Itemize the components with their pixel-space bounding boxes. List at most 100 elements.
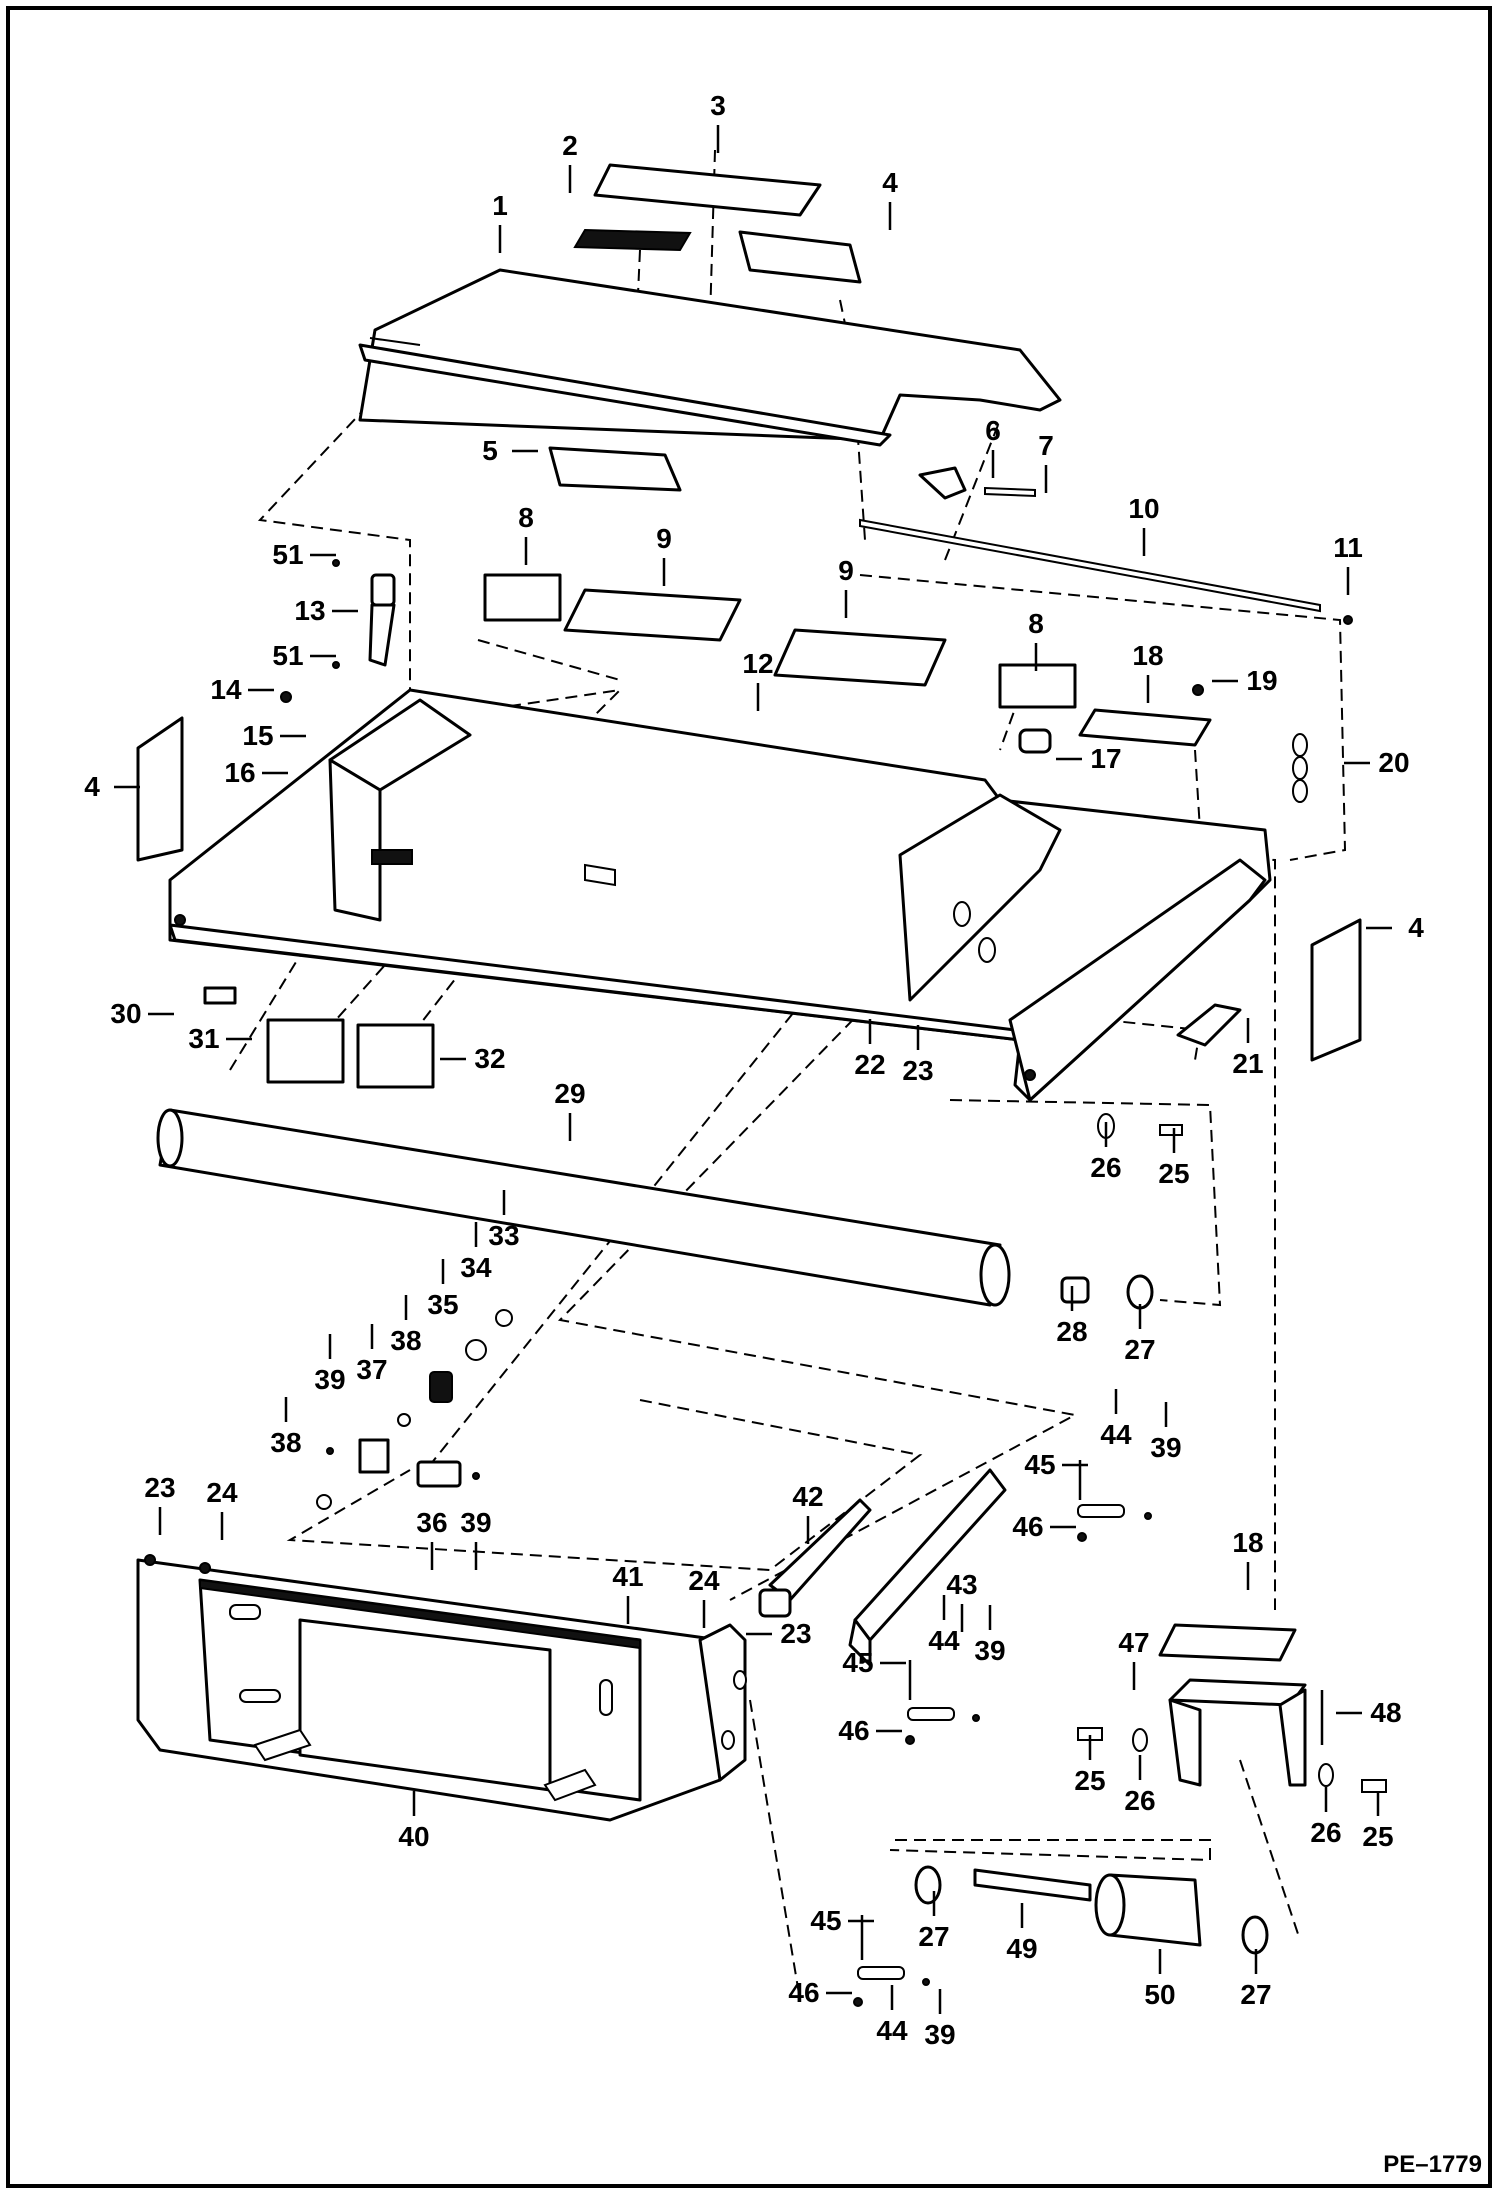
callout-number: 39 bbox=[1150, 1432, 1181, 1463]
callout-number: 45 bbox=[842, 1647, 873, 1678]
callout-33: 33 bbox=[488, 1190, 520, 1251]
bolt-25-right bbox=[1361, 1779, 1387, 1793]
callout-38: 38 bbox=[390, 1295, 422, 1356]
callout-46: 46 bbox=[838, 1715, 902, 1746]
bolt-25 bbox=[1159, 1124, 1183, 1136]
callout-36: 36 bbox=[416, 1507, 448, 1570]
callout-number: 26 bbox=[1090, 1152, 1121, 1183]
callout-number: 24 bbox=[206, 1477, 238, 1508]
callout-number: 34 bbox=[460, 1252, 492, 1283]
callout-number: 19 bbox=[1246, 665, 1277, 696]
callout-51: 51 bbox=[272, 640, 336, 671]
callout-29: 29 bbox=[554, 1078, 586, 1141]
callout-2: 2 bbox=[562, 130, 578, 193]
shaft-49 bbox=[973, 1868, 1092, 1902]
washer-34 bbox=[465, 1339, 487, 1361]
bearing-27-left bbox=[914, 1865, 942, 1905]
callout-45: 45 bbox=[810, 1905, 874, 1936]
nut-11 bbox=[1343, 615, 1353, 625]
page-border bbox=[6, 6, 1492, 2188]
callout-number: 38 bbox=[270, 1427, 301, 1458]
callout-number: 39 bbox=[974, 1635, 1005, 1666]
callout-39: 39 bbox=[314, 1334, 346, 1395]
callout-39: 39 bbox=[460, 1507, 492, 1570]
callout-number: 42 bbox=[792, 1481, 823, 1512]
callout-number: 23 bbox=[780, 1618, 811, 1649]
callout-23: 23 bbox=[144, 1472, 176, 1535]
callout-number: 35 bbox=[427, 1289, 458, 1320]
callout-number: 27 bbox=[918, 1921, 949, 1952]
bearing-27 bbox=[1126, 1274, 1154, 1310]
block-36 bbox=[416, 1460, 462, 1488]
callout-32: 32 bbox=[440, 1043, 506, 1074]
callout-4: 4 bbox=[882, 167, 898, 230]
callout-4: 4 bbox=[84, 771, 140, 802]
callout-number: 15 bbox=[242, 720, 273, 751]
block-37 bbox=[358, 1438, 390, 1474]
callout-number: 44 bbox=[1100, 1419, 1132, 1450]
callout-31: 31 bbox=[188, 1023, 252, 1054]
main-frame bbox=[168, 688, 1272, 1102]
bushing-17 bbox=[1018, 728, 1052, 754]
callout-39: 39 bbox=[1150, 1402, 1182, 1463]
callout-number: 38 bbox=[390, 1325, 421, 1356]
callout-37: 37 bbox=[356, 1324, 388, 1385]
callout-number: 45 bbox=[810, 1905, 841, 1936]
decal-32 bbox=[356, 1023, 435, 1089]
callout-17: 17 bbox=[1056, 743, 1122, 774]
callout-number: 39 bbox=[924, 2019, 955, 2050]
bushing-28 bbox=[1060, 1276, 1090, 1304]
callout-number: 18 bbox=[1132, 640, 1163, 671]
callout-number: 26 bbox=[1310, 1817, 1341, 1848]
callout-8: 8 bbox=[1028, 608, 1044, 671]
callout-number: 26 bbox=[1124, 1785, 1155, 1816]
callout-3: 3 bbox=[710, 90, 726, 153]
callout-39: 39 bbox=[974, 1605, 1006, 1666]
decal-2 bbox=[573, 228, 692, 252]
callout-number: 4 bbox=[882, 167, 898, 198]
callout-23: 23 bbox=[746, 1618, 812, 1649]
pin-set-middle bbox=[905, 1660, 980, 1745]
nut-19 bbox=[1192, 684, 1204, 696]
callout-27: 27 bbox=[1124, 1304, 1156, 1365]
callout-28: 28 bbox=[1056, 1286, 1088, 1347]
callout-35: 35 bbox=[427, 1259, 459, 1320]
pin-7 bbox=[984, 486, 1036, 498]
callout-number: 51 bbox=[272, 539, 303, 570]
washer-26-right bbox=[1318, 1763, 1334, 1787]
callout-9: 9 bbox=[838, 555, 854, 618]
callout-number: 39 bbox=[460, 1507, 491, 1538]
decal-30 bbox=[203, 986, 237, 1005]
callout-9: 9 bbox=[656, 523, 672, 586]
callout-21: 21 bbox=[1232, 1018, 1264, 1079]
callout-number: 45 bbox=[1024, 1449, 1055, 1480]
callout-number: 23 bbox=[902, 1055, 933, 1086]
bolt-14 bbox=[280, 691, 292, 703]
callout-number: 24 bbox=[688, 1565, 720, 1596]
callout-47: 47 bbox=[1118, 1627, 1150, 1690]
washer-38-lower bbox=[316, 1494, 332, 1510]
callout-25: 25 bbox=[1362, 1791, 1394, 1852]
callout-23: 23 bbox=[902, 1025, 934, 1086]
callout-number: 8 bbox=[518, 502, 534, 533]
callout-number: 31 bbox=[188, 1023, 219, 1054]
pin-set-lower bbox=[853, 1915, 930, 2007]
callout-27: 27 bbox=[1240, 1949, 1272, 2010]
callout-40: 40 bbox=[398, 1791, 430, 1852]
callout-number: 30 bbox=[110, 998, 141, 1029]
latch-6 bbox=[918, 466, 967, 500]
callout-number: 12 bbox=[742, 648, 773, 679]
arm-43 bbox=[848, 1468, 1007, 1667]
callout-26: 26 bbox=[1124, 1755, 1156, 1816]
callout-number: 28 bbox=[1056, 1316, 1087, 1347]
callout-7: 7 bbox=[1038, 430, 1054, 493]
pin-set-upper bbox=[1077, 1460, 1152, 1542]
decal-31 bbox=[266, 1018, 345, 1084]
callout-50: 50 bbox=[1144, 1949, 1176, 2010]
callout-number: 51 bbox=[272, 640, 303, 671]
callout-18: 18 bbox=[1232, 1527, 1264, 1590]
callout-number: 49 bbox=[1006, 1933, 1037, 1964]
callout-number: 40 bbox=[398, 1821, 429, 1852]
